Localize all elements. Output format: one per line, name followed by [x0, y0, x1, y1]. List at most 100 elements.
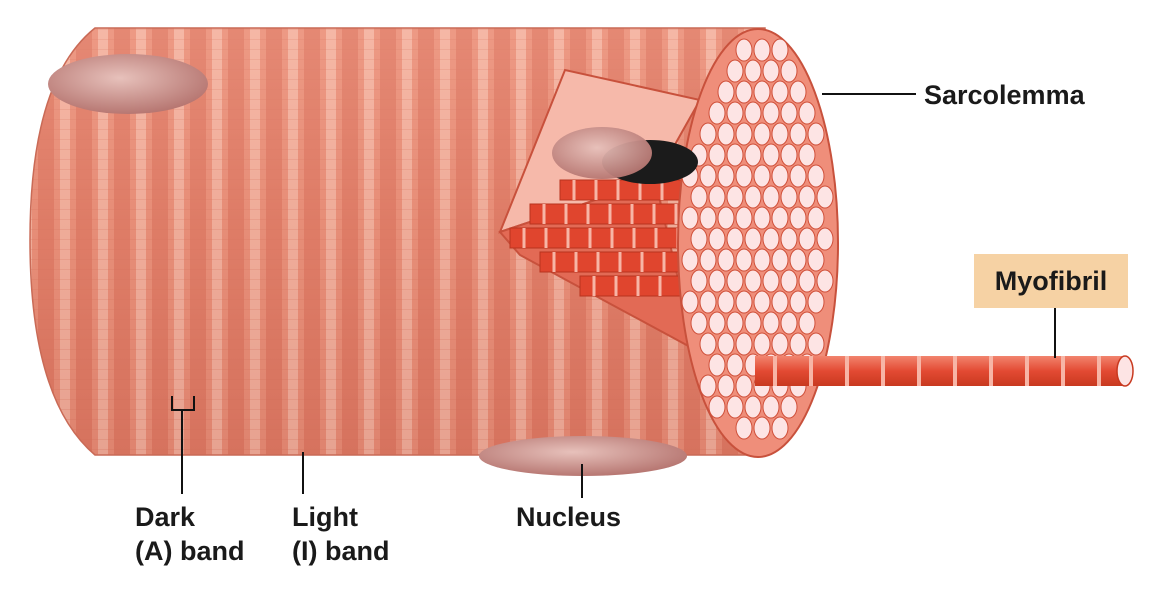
myofibril-cross-section — [717, 122, 735, 146]
myofibril-cross-section — [708, 227, 726, 251]
myofibril-cross-section — [726, 101, 744, 125]
myofibril-cross-section — [681, 290, 699, 314]
myofibril-cross-section — [753, 80, 771, 104]
myofibril-cross-section — [807, 122, 825, 146]
myofibril-cross-section — [771, 206, 789, 230]
myofibril-cross-section — [771, 248, 789, 272]
myofibril-cross-section — [744, 59, 762, 83]
myofibril-cross-section — [789, 248, 807, 272]
myofibril-cross-section — [699, 290, 717, 314]
myofibril-cross-section — [807, 164, 825, 188]
myofibril-cross-section — [789, 332, 807, 356]
surface-nucleus-bottom — [479, 436, 687, 476]
myofibril-cross-section — [708, 269, 726, 293]
myofibril-cross-section — [798, 227, 816, 251]
myofibril-cross-section — [726, 395, 744, 419]
myofibril-cross-section — [798, 269, 816, 293]
myofibril-cross-section — [744, 269, 762, 293]
myofibril-cross-section — [753, 122, 771, 146]
myofibril-cross-section — [771, 164, 789, 188]
myofibril-cross-section — [735, 80, 753, 104]
myofibril-cross-section — [735, 332, 753, 356]
flap-nucleus — [552, 127, 652, 179]
myofibril-cross-section — [735, 290, 753, 314]
myofibril-cross-section — [699, 248, 717, 272]
myofibril-cross-section — [735, 206, 753, 230]
myofibril-cross-section — [726, 269, 744, 293]
myofibril-cross-section — [771, 122, 789, 146]
myofibril-label: Myofibril — [974, 254, 1128, 308]
myofibril-cross-section — [726, 185, 744, 209]
myofibril-cross-section — [744, 395, 762, 419]
myofibril-cross-section — [708, 353, 726, 377]
myofibril-cross-section — [762, 101, 780, 125]
myofibril-cross-section — [690, 185, 708, 209]
myofibril-cross-section — [798, 185, 816, 209]
myofibril-cross-section — [789, 164, 807, 188]
myofibril-rod — [509, 227, 691, 249]
myofibril-cross-section — [789, 122, 807, 146]
sarcolemma-label: Sarcolemma — [924, 80, 1085, 110]
myofibril-cross-section — [744, 101, 762, 125]
myofibril-cross-section — [699, 122, 717, 146]
myofibril-cross-section — [753, 164, 771, 188]
myofibril-cross-section — [771, 332, 789, 356]
myofibril-cross-section — [762, 227, 780, 251]
myofibril-cross-section — [753, 332, 771, 356]
myofibril-rod — [539, 251, 691, 273]
myofibril-cross-section — [735, 248, 753, 272]
myofibril-cross-section — [735, 416, 753, 440]
myofibril-cross-section — [717, 248, 735, 272]
myofibril-cross-section — [717, 332, 735, 356]
myofibril-rod — [579, 275, 691, 297]
myofibril-cross-section — [807, 248, 825, 272]
myofibril-cross-section — [753, 416, 771, 440]
myofibril-cross-section — [717, 80, 735, 104]
myofibril-cross-section — [690, 227, 708, 251]
myofibril-cross-section — [735, 122, 753, 146]
myofibril-cross-section — [753, 290, 771, 314]
dark-band-bracket — [171, 396, 195, 411]
light-band-label-line1: Light — [292, 502, 358, 532]
myofibril-cross-section — [780, 269, 798, 293]
myofibril-cross-section — [708, 311, 726, 335]
dark-band-label-line1: Dark — [135, 502, 196, 532]
myofibril-cross-section — [789, 290, 807, 314]
fiber-end-face — [677, 28, 839, 458]
myofibril-cross-section — [780, 311, 798, 335]
light-band-label-line2: (I) band — [292, 536, 390, 566]
myofibril-cross-section — [762, 269, 780, 293]
myofibril-cross-section — [753, 206, 771, 230]
dark-band-label: Dark (A) band — [135, 500, 244, 568]
myofibril-cross-section — [780, 227, 798, 251]
myofibril-cross-section — [690, 269, 708, 293]
myofibril-cross-section — [816, 227, 834, 251]
myofibril-cross-section — [744, 227, 762, 251]
myofibril-cross-section — [798, 311, 816, 335]
myofibril-cross-section — [717, 206, 735, 230]
nucleus-label: Nucleus — [516, 502, 622, 532]
myofibril-cross-section — [717, 290, 735, 314]
myofibril-cross-section — [726, 353, 744, 377]
myofibril-cross-section — [798, 101, 816, 125]
myofibril-cross-section — [780, 59, 798, 83]
myofibril-cross-section — [726, 311, 744, 335]
myofibril-cross-section — [762, 59, 780, 83]
myofibril-cross-section — [771, 80, 789, 104]
myofibril-cross-section — [780, 395, 798, 419]
myofibril-cross-section — [816, 269, 834, 293]
myofibril-cross-section — [699, 374, 717, 398]
myofibril-cross-section — [744, 311, 762, 335]
myofibril-cross-section — [771, 416, 789, 440]
myofibril-cross-section — [780, 101, 798, 125]
myofibril-cross-section — [807, 206, 825, 230]
exposed-myofibril-rods — [509, 179, 691, 297]
myofibril-cross-section — [726, 227, 744, 251]
myofibril-cross-section — [753, 38, 771, 62]
extended-myofibril — [755, 355, 1134, 387]
myofibril-cross-section — [780, 143, 798, 167]
myofibril-cross-section — [690, 311, 708, 335]
myofibril-cross-section — [708, 101, 726, 125]
myofibril-cross-section — [708, 143, 726, 167]
myofibril-cross-section — [699, 332, 717, 356]
